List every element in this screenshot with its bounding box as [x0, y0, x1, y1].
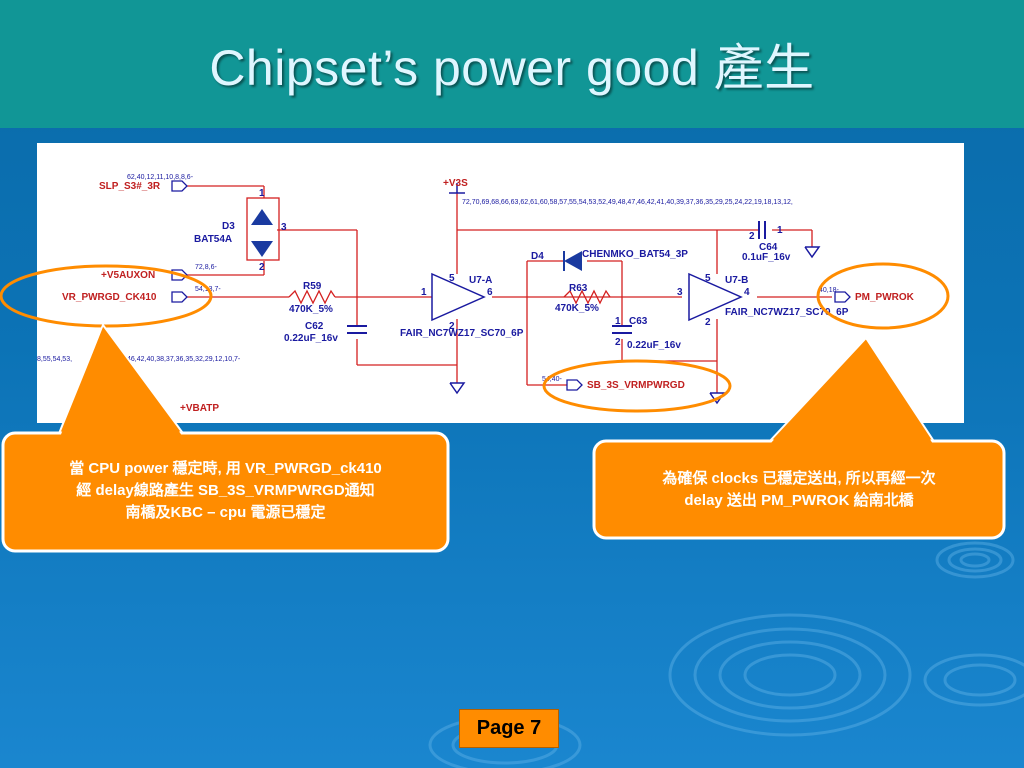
net-slp-s3: SLP_S3#_3R	[99, 181, 161, 192]
highlight-pm-pwrok	[816, 262, 950, 330]
highlight-sb-vrmpwrgd	[542, 359, 732, 413]
schematic-panel: SLP_S3#_3R +V5AUXON VR_PWRGD_CK410 +V3S …	[37, 143, 964, 423]
pin-label: 6	[487, 287, 493, 298]
pin-label: 2	[705, 317, 711, 328]
ref-v5aux: 72,8,6-	[195, 264, 217, 271]
pin-label: 2	[749, 231, 755, 242]
pin-label: 3	[281, 222, 287, 233]
label-u7a-part: FAIR_NC7WZ17_SC70_6P	[400, 328, 524, 339]
title-bar	[0, 0, 1024, 128]
pin-label: 1	[777, 225, 783, 236]
net-sb-vrmpwrgd: SB_3S_VRMPWRGD	[587, 380, 685, 391]
page-number-badge: Page 7	[459, 709, 559, 748]
slide-title: Chipset’s power good 產生	[209, 40, 815, 96]
ref-sb: 54,40-	[542, 376, 563, 383]
label-bat54a: BAT54A	[194, 234, 232, 245]
net-v3s: +V3S	[443, 178, 468, 189]
callout-right-text: 為確保 clocks 已穩定送出, 所以再經一次 delay 送出 PM_PWR…	[600, 468, 998, 512]
ref-pm: 40,18-	[819, 287, 840, 294]
label-d3: D3	[222, 221, 235, 232]
label-d4: D4	[531, 251, 544, 262]
highlight-vr-pwrgd	[0, 264, 213, 328]
label-r59: R59	[303, 281, 322, 292]
pin-label: 4	[744, 287, 750, 298]
label-u7b: U7-B	[725, 275, 748, 286]
net-pm-pwrok: PM_PWROK	[855, 292, 915, 303]
callout-left-text: 當 CPU power 穩定時, 用 VR_PWRGD_ck410 經 dela…	[8, 458, 443, 524]
label-c64-val: 0.1uF_16v	[742, 252, 791, 263]
callout-right-line2: delay 送出 PM_PWROK 給南北橋	[684, 492, 914, 509]
net-vr-pwrgd: VR_PWRGD_CK410	[62, 292, 157, 303]
callout-left-line1: 當 CPU power 穩定時, 用 VR_PWRGD_ck410	[69, 460, 382, 477]
label-c62-val: 0.22uF_16v	[284, 333, 338, 344]
pin-label: 2	[615, 337, 621, 348]
ref-left: 8,55,54,53,	[37, 356, 72, 363]
label-c63: C63	[629, 316, 648, 327]
pin-label: 2	[449, 321, 455, 332]
pin-label: 1	[421, 287, 427, 298]
net-v5auxon: +V5AUXON	[101, 270, 155, 281]
label-r59-val: 470K_5%	[289, 304, 333, 315]
pin-label: 1	[615, 316, 621, 327]
net-vbatp: +VBATP	[180, 403, 219, 414]
callout-right-line1: 為確保 clocks 已穩定送出, 所以再經一次	[662, 470, 936, 487]
label-c62: C62	[305, 321, 324, 332]
label-r63: R63	[569, 283, 588, 294]
pin-label: 5	[449, 273, 455, 284]
label-u7b-part: FAIR_NC7WZ17_SC70_6P	[725, 307, 849, 318]
label-c64: C64	[759, 242, 778, 253]
ref-slp-s3: 62,40,12,11,10,8,8,6-	[127, 174, 194, 181]
pin-label: 2	[259, 262, 265, 273]
label-c63-val: 0.22uF_16v	[627, 340, 681, 351]
label-r63-val: 470K_5%	[555, 303, 599, 314]
pin-label: 1	[259, 188, 265, 199]
label-d4-part: CHENMKO_BAT54_3P	[582, 249, 688, 260]
callout-left-line2: 經 delay線路產生 SB_3S_VRMPWRGD通知	[76, 482, 375, 499]
ref-left2: 46,42,40,38,37,36,35,32,29,12,10,7-	[127, 356, 241, 363]
schematic-drawing: SLP_S3#_3R +V5AUXON VR_PWRGD_CK410 +V3S …	[37, 174, 915, 414]
pin-label: 5	[705, 273, 711, 284]
callout-left-line3: 南橋及KBC – cpu 電源已穩定	[125, 504, 326, 521]
ref-v3s: 72,70,69,68,66,63,62,61,60,58,57,55,54,5…	[462, 199, 793, 206]
pin-label: 3	[677, 287, 683, 298]
label-u7a: U7-A	[469, 275, 492, 286]
